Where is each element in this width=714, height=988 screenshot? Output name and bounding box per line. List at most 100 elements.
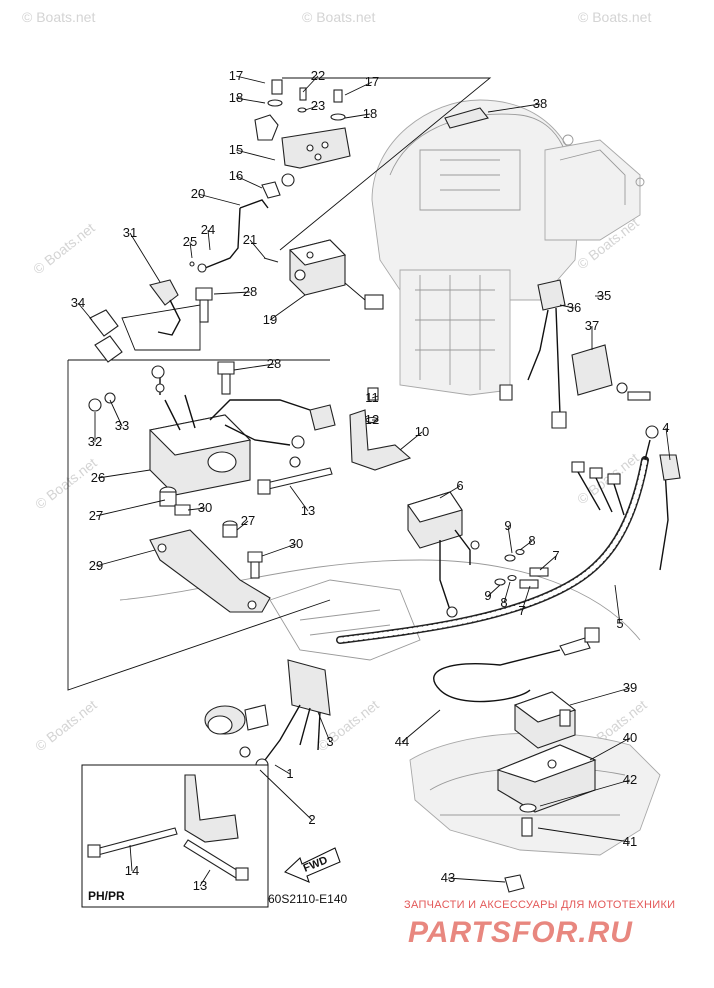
leader-line (519, 540, 533, 551)
leader-line (233, 363, 275, 371)
callout-1: 1 (286, 766, 293, 781)
lead-wire (189, 199, 279, 273)
watermark: © Boats.net (578, 9, 651, 25)
callout-13: 13 (193, 878, 207, 893)
control-cable (433, 627, 600, 703)
inset-ph-pr: PH/PR (81, 764, 269, 908)
leader-line (569, 687, 631, 706)
rectifier (407, 491, 480, 618)
callout-10: 10 (415, 424, 429, 439)
watermark: © Boats.net (302, 9, 375, 25)
watermark: © Boats.net (30, 220, 98, 278)
leader-line (487, 584, 501, 597)
leader-line (274, 764, 291, 775)
bracket-assembly (254, 79, 351, 199)
leader-line (401, 709, 441, 743)
leader-line (521, 585, 531, 612)
leader-line (189, 241, 193, 259)
callout-41: 41 (623, 834, 637, 849)
bolts (195, 287, 235, 395)
callout-37: 37 (585, 318, 599, 333)
callout-6: 6 (456, 478, 463, 493)
callout-18: 18 (363, 106, 377, 121)
cdi-unit (148, 365, 336, 496)
callout-23: 23 (311, 98, 325, 113)
callout-27: 27 (241, 513, 255, 528)
leader-line (109, 399, 123, 427)
leader-line (235, 97, 266, 104)
callout-43: 43 (441, 870, 455, 885)
leader-line (439, 485, 461, 499)
callout-28: 28 (243, 284, 257, 299)
grommet-and-switch (204, 659, 331, 772)
leader-line (235, 175, 263, 189)
leader-line (213, 291, 251, 295)
leader-line (317, 711, 331, 743)
callout-22: 22 (311, 68, 325, 83)
callout-17: 17 (365, 74, 379, 89)
callout-36: 36 (567, 300, 581, 315)
washers (88, 392, 116, 412)
leader-line (614, 584, 621, 625)
callout-9: 9 (504, 518, 511, 533)
watermarks: © Boats.net © Boats.net © Boats.net © Bo… (22, 9, 651, 754)
callout-24: 24 (201, 222, 215, 237)
callout-9: 9 (484, 588, 491, 603)
leader-line (207, 229, 211, 251)
callout-17: 17 (229, 68, 243, 83)
part-38 (444, 107, 489, 129)
bracket-37 (571, 344, 651, 401)
callout-35: 35 (597, 288, 611, 303)
leader-line (259, 769, 313, 821)
callout-42: 42 (623, 772, 637, 787)
callout-39: 39 (623, 680, 637, 695)
callout-40: 40 (623, 730, 637, 745)
callout-34: 34 (71, 295, 85, 310)
leader-line (344, 113, 371, 119)
leader-line (235, 149, 276, 161)
wire-harness (336, 425, 681, 644)
leader-line (447, 877, 506, 883)
leader-line (507, 525, 513, 554)
callout-7: 7 (552, 548, 559, 563)
switch-and-bracket (496, 691, 597, 893)
leader-line (503, 581, 511, 604)
leader-line (371, 395, 379, 399)
callout-4: 4 (662, 420, 669, 435)
bracket-10 (349, 387, 412, 471)
inset-label: PH/PR (88, 889, 125, 903)
leader-line (77, 302, 93, 321)
leader-line (589, 737, 631, 761)
callout-20: 20 (191, 186, 205, 201)
callout-12: 12 (365, 412, 379, 427)
watermark: © Boats.net (32, 455, 100, 513)
connectors-35-36 (499, 279, 567, 429)
callout-11: 11 (365, 390, 379, 405)
callout-30: 30 (289, 536, 303, 551)
base-plate (149, 486, 271, 613)
callout-27: 27 (89, 508, 103, 523)
callout-18: 18 (229, 90, 243, 105)
leader-line (269, 294, 306, 321)
leader-line (236, 520, 249, 531)
leader-line (665, 427, 671, 461)
callout-28: 28 (267, 356, 281, 371)
callout-3: 3 (326, 734, 333, 749)
leader-line (95, 549, 156, 567)
leader-line (95, 499, 166, 517)
callout-16: 16 (229, 168, 243, 183)
callout-44: 44 (395, 734, 409, 749)
drawing-code: 60S2110-E140 (268, 892, 348, 906)
callout-26: 26 (91, 470, 105, 485)
engine-block-outline (371, 99, 645, 396)
cable-tie (257, 467, 333, 495)
fwd-arrow: FWD (284, 847, 341, 883)
callout-13: 13 (301, 503, 315, 518)
callout-30: 30 (198, 500, 212, 515)
leader-line (399, 431, 423, 451)
leader-line (199, 869, 211, 887)
brand-site: PARTSFOR.RU (408, 916, 633, 949)
callout-8: 8 (500, 595, 507, 610)
